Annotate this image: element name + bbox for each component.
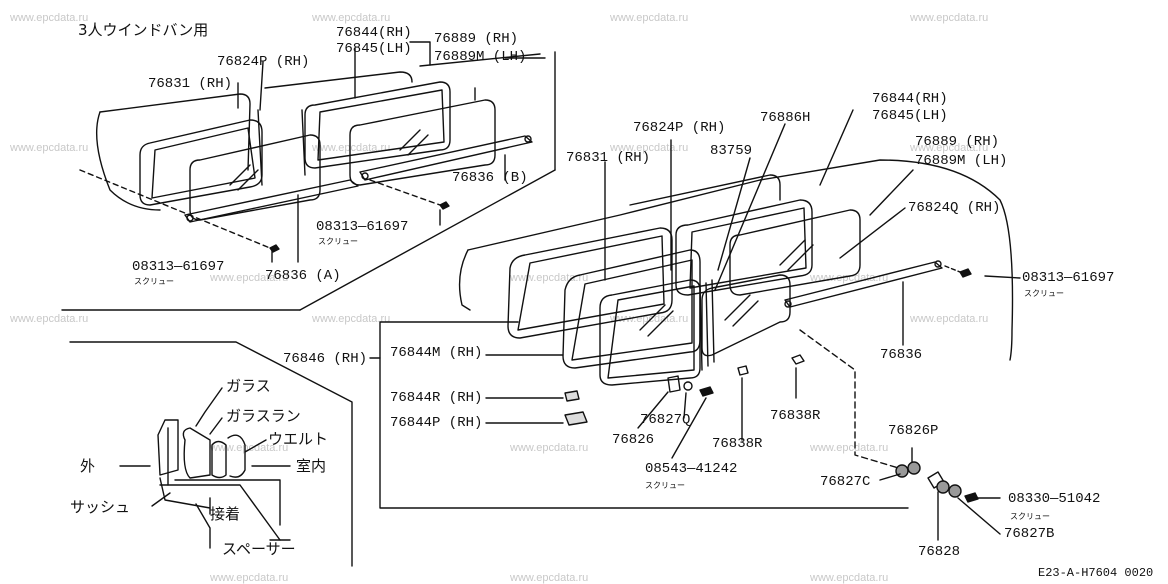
watermark: www.epcdata.ru [910, 142, 989, 154]
part-label-76836: 76836 [880, 347, 923, 363]
part-label-76845-lh-inset: 76845(LH) [336, 41, 412, 57]
part-label-83759: 83759 [710, 143, 753, 159]
part-label-76889m-lh-inset: 76889M (LH) [434, 49, 527, 65]
part-label-76827b: 76827B [1004, 526, 1055, 542]
part-label-76845-lh: 76845(LH) [872, 108, 948, 124]
watermark: www.epcdata.ru [10, 12, 89, 24]
part-label-08313-61697-inset-a: 08313—61697 [316, 219, 409, 235]
watermark: www.epcdata.ru [910, 12, 989, 24]
part-label-76826p: 76826P [888, 423, 939, 439]
part-label-76824p-rh: 76824P (RH) [633, 120, 726, 136]
part-label-76831-rh-inset: 76831 (RH) [148, 76, 233, 92]
part-label-76844-rh-inset: 76844(RH) [336, 25, 412, 41]
part-label-screw-d: スクリュー [645, 481, 685, 490]
section-label-outside: 外 [80, 457, 96, 475]
part-label-76824p-rh-inset: 76824P (RH) [217, 54, 310, 70]
part-label-76889-rh-inset: 76889 (RH) [434, 31, 519, 47]
section-label-spacer: スペーサー [222, 540, 296, 558]
watermark: www.epcdata.ru [810, 442, 889, 454]
part-label-screw-c: スクリュー [1024, 289, 1064, 298]
part-label-08313-61697: 08313—61697 [1022, 270, 1115, 286]
watermark: www.epcdata.ru [810, 572, 889, 584]
part-label-76838r-a: 76838R [770, 408, 821, 424]
watermark: www.epcdata.ru [10, 142, 89, 154]
part-label-76889-rh: 76889 (RH) [915, 134, 1000, 150]
inset-window-assembly [79, 41, 546, 263]
inset-title: 3人ウインドバン用 [78, 21, 209, 39]
part-label-76831-rh: 76831 (RH) [566, 150, 651, 166]
watermark: www.epcdata.ru [312, 313, 391, 325]
part-label-76844m-rh: 76844M (RH) [390, 345, 483, 361]
part-label-76844-rh: 76844(RH) [872, 91, 948, 107]
main-window-assembly [369, 109, 1021, 541]
part-label-76826: 76826 [612, 432, 655, 448]
drawing-code: E23-A-H7604 0020 [1038, 566, 1154, 580]
part-label-08313-61697-inset-b: 08313—61697 [132, 259, 225, 275]
watermark: www.epcdata.ru [10, 313, 89, 325]
part-label-76828: 76828 [918, 544, 961, 560]
watermark: www.epcdata.ru [810, 272, 889, 284]
part-label-76827q: 76827Q [640, 412, 691, 428]
watermark: www.epcdata.ru [210, 272, 289, 284]
watermark: www.epcdata.ru [910, 313, 989, 325]
watermark: www.epcdata.ru [610, 12, 689, 24]
part-label-76886h: 76886H [760, 110, 811, 126]
part-label-screw-inset-b: スクリュー [134, 277, 174, 286]
part-label-76846-rh: 76846 (RH) [283, 351, 368, 367]
part-label-76836b: 76836 (B) [452, 170, 528, 186]
section-label-inside: 室内 [296, 457, 327, 475]
section-label-sash: サッシュ [70, 498, 131, 516]
section-detail [69, 341, 353, 567]
section-label-glass-run: ガラスラン [226, 407, 301, 425]
watermark: www.epcdata.ru [312, 12, 391, 24]
part-label-08330-51042: 08330—51042 [1008, 491, 1101, 507]
watermark: www.epcdata.ru [610, 142, 689, 154]
watermark: www.epcdata.ru [210, 572, 289, 584]
part-label-76844p-rh: 76844P (RH) [390, 415, 483, 431]
part-label-76824q-rh: 76824Q (RH) [908, 200, 1001, 216]
part-label-76844r-rh: 76844R (RH) [390, 390, 483, 406]
section-label-weld: ウエルト [268, 430, 329, 448]
part-label-76827c: 76827C [820, 474, 871, 490]
part-label-76838r-b: 76838R [712, 436, 763, 452]
part-label-76889m-lh: 76889M (LH) [915, 153, 1008, 169]
section-label-adhesive: 接着 [210, 505, 241, 523]
part-label-screw-inset-a: スクリュー [318, 237, 358, 246]
watermark: www.epcdata.ru [312, 142, 391, 154]
watermark: www.epcdata.ru [510, 442, 589, 454]
watermark: www.epcdata.ru [210, 442, 289, 454]
part-label-76836a: 76836 (A) [265, 268, 341, 284]
part-label-screw-e: スクリュー [1010, 512, 1050, 521]
section-label-glass: ガラス [226, 377, 271, 395]
watermark: www.epcdata.ru [510, 572, 589, 584]
part-label-08543-41242: 08543—41242 [645, 461, 738, 477]
inset-frame [61, 51, 556, 311]
